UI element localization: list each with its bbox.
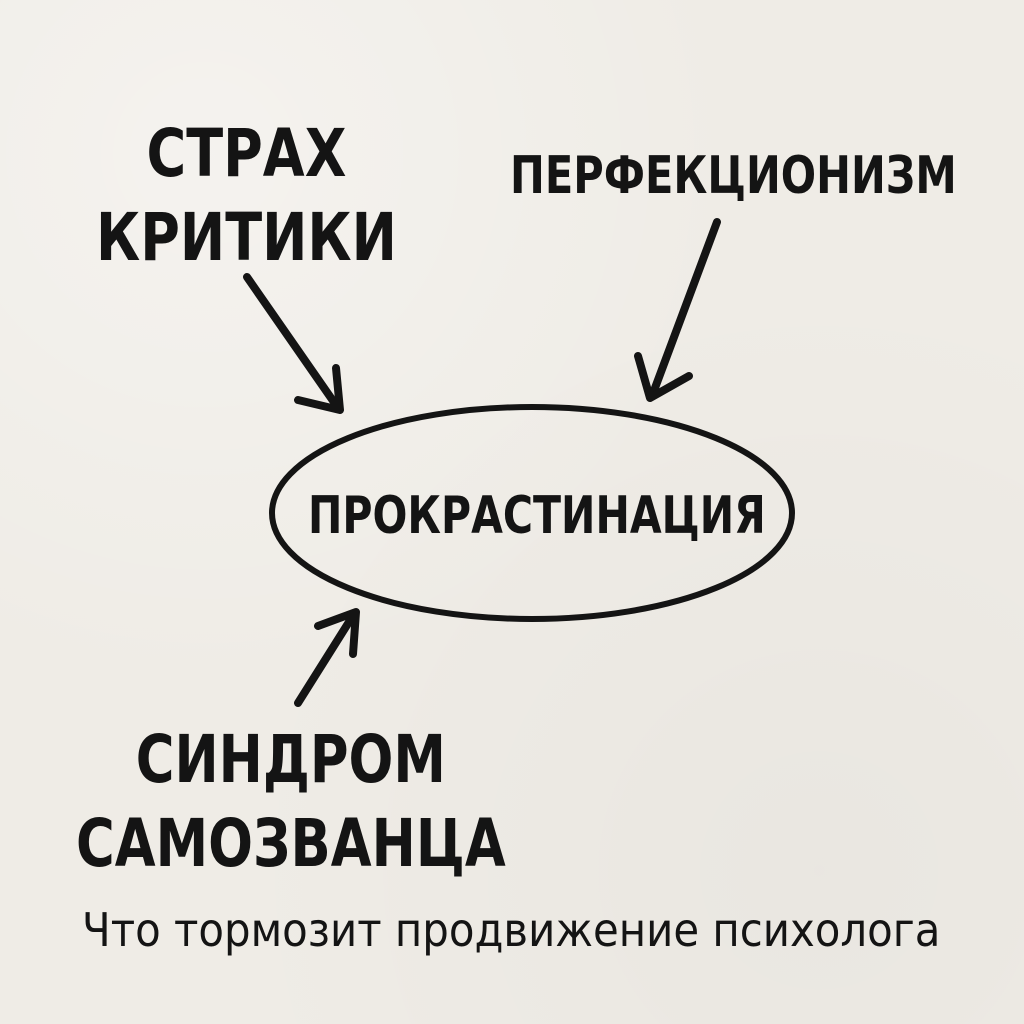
center-ellipse — [269, 404, 795, 622]
arrow-fear-shaft — [243, 273, 342, 412]
arrow-impostor-head — [314, 608, 360, 658]
node-procrastination: ПРОКРАСТИНАЦИЯ — [308, 486, 766, 546]
node-impostor-syndrome: СИНДРОМ САМОЗВАНЦА — [76, 718, 506, 886]
arrow-fear-to-center — [243, 273, 344, 414]
arrow-perfectionism-to-center — [634, 218, 721, 402]
node-impostor-line-2: САМОЗВАНЦА — [76, 805, 506, 882]
node-fear-line-1: СТРАХ — [146, 115, 347, 192]
arrow-perfectionism-head — [634, 352, 693, 402]
arrow-fear-head — [294, 364, 344, 414]
node-impostor-line-1: СИНДРОМ — [135, 721, 446, 798]
diagram-caption: Что тормозит продвижение психолога — [82, 903, 941, 957]
arrow-impostor-to-center — [294, 608, 360, 707]
arrow-perfectionism-shaft — [648, 218, 721, 400]
node-perfectionism: ПЕРФЕКЦИОНИЗМ — [510, 146, 957, 206]
node-procrastination-label: ПРОКРАСТИНАЦИЯ — [308, 486, 766, 546]
node-fear-line-2: КРИТИКИ — [96, 199, 397, 276]
node-fear-of-criticism: СТРАХ КРИТИКИ — [96, 112, 397, 280]
node-perfectionism-label: ПЕРФЕКЦИОНИЗМ — [510, 146, 957, 206]
arrow-impostor-shaft — [294, 610, 358, 707]
